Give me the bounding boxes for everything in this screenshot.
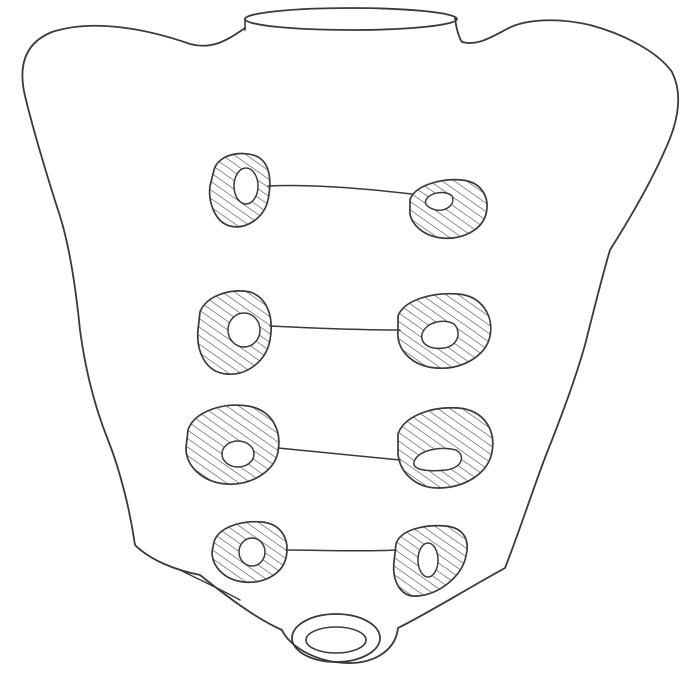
foramen-left-3-hole [222,441,254,467]
sacral-base-oval [245,8,457,30]
foramen-right-4-hole [418,543,438,577]
apex-inner-ring [306,627,366,653]
foramen-pair-2 [198,291,491,374]
transverse-ridge-4 [286,550,396,551]
foramen-pair-4 [212,522,467,596]
foramen-pair-3 [186,405,493,488]
transverse-ridge-1 [268,185,412,194]
foramen-right-1-hole [425,193,452,211]
foramen-left-2-hole [228,313,260,347]
foramen-right-1 [410,180,487,239]
sacrum-outline [22,18,678,663]
foramen-left-1-hole [234,168,258,204]
transverse-ridge-2 [270,326,400,330]
foramen-left-4-hole [239,538,265,566]
transverse-ridge-3 [278,448,400,460]
apex-outer-ring [292,614,380,662]
foramen-pair-1 [210,154,487,239]
